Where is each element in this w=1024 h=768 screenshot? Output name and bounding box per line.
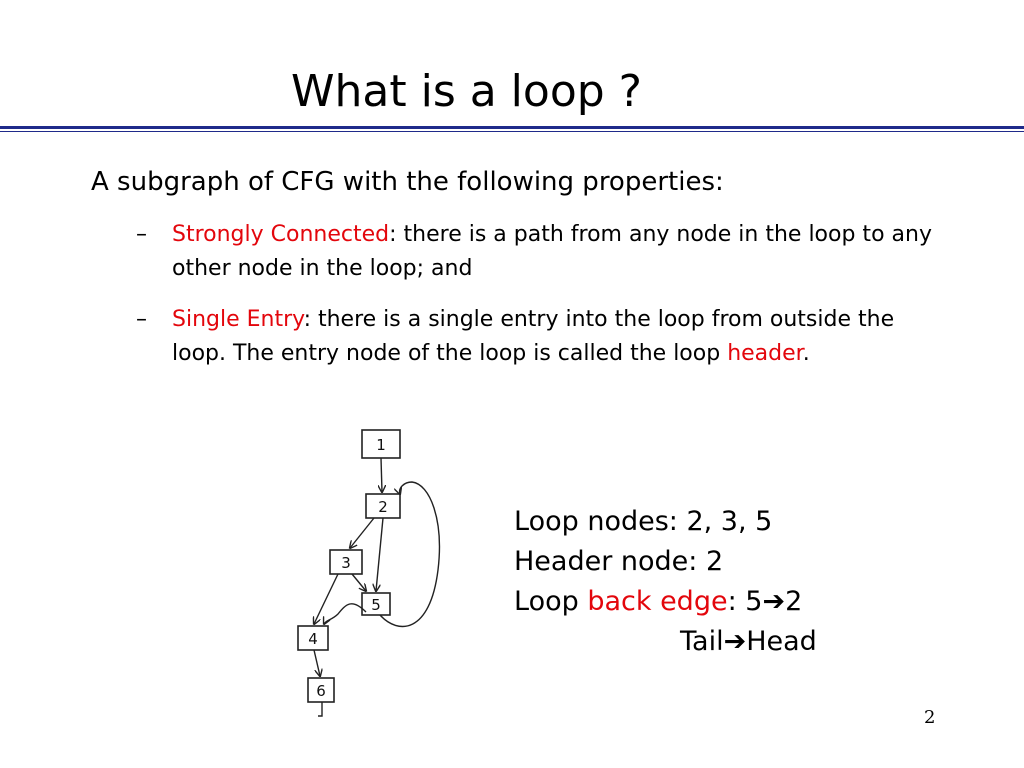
edge-5-4: [324, 603, 367, 624]
bullet-dash: –: [136, 307, 147, 332]
back-edge-to: 2: [785, 586, 803, 617]
page-number: 2: [924, 707, 936, 728]
cfg-node-3: 3: [329, 549, 363, 575]
cfg-node-label: 5: [371, 596, 381, 614]
header-node-line: Header node: 2: [514, 546, 724, 577]
edge-3-5: [351, 573, 366, 591]
title-rule-thin: [0, 131, 1024, 132]
edge-6-exit: [318, 702, 323, 717]
slide-title: What is a loop ?: [291, 66, 643, 117]
back-edge-prefix: Loop: [514, 586, 588, 617]
tail-label: Tail: [680, 626, 724, 657]
cfg-node-label: 3: [341, 554, 351, 572]
loop-nodes-line: Loop nodes: 2, 3, 5: [514, 506, 773, 537]
bullet-dash: –: [136, 222, 147, 247]
cfg-edges: [313, 457, 441, 717]
head-label: Head: [746, 626, 817, 657]
edge-2-3: [350, 517, 375, 548]
arrow-icon: ➔: [762, 586, 786, 617]
cfg-node-label: 2: [378, 498, 388, 516]
edge-5-2-back: [379, 481, 441, 628]
edge-4-6: [313, 649, 320, 676]
intro-text: A subgraph of CFG with the following pro…: [91, 167, 724, 197]
bullet-single-entry: – Single Entry: there is a single entry …: [136, 303, 942, 371]
title-rule: [0, 126, 1024, 129]
loop-info: Loop nodes: 2, 3, 5 Header node: 2 Loop …: [514, 502, 817, 662]
back-edge-from: : 5: [727, 586, 763, 617]
back-edge-line: Loop back edge: 5➔2: [514, 582, 817, 622]
bullet-period: .: [802, 341, 810, 366]
edge-1-2: [381, 457, 382, 492]
cfg-node-label: 6: [316, 682, 326, 700]
bullet-strongly-connected: – Strongly Connected: there is a path fr…: [136, 218, 942, 286]
cfg-node-4: 4: [297, 625, 329, 651]
tail-head-line: Tail➔Head: [514, 622, 817, 662]
cfg-node-5: 5: [361, 592, 391, 616]
cfg-node-label: 4: [308, 630, 318, 648]
cfg-node-1: 1: [361, 429, 401, 459]
cfg-node-label: 1: [376, 436, 386, 454]
arrow-icon: ➔: [723, 626, 747, 657]
bullet-text: : there is a single entry into the loop …: [172, 307, 895, 366]
term-header: header: [727, 341, 803, 366]
term-strongly-connected: Strongly Connected: [172, 222, 390, 247]
term-single-entry: Single Entry: [172, 307, 304, 332]
cfg-diagram: 1 2 3 5 4 6: [297, 429, 441, 717]
edge-2-5: [376, 517, 384, 591]
bullet-text: : there is a path from any node in the l…: [172, 222, 932, 281]
edge-3-4: [314, 573, 339, 624]
cfg-node-6: 6: [307, 677, 335, 703]
back-edge-term: back edge: [587, 586, 728, 617]
cfg-node-2: 2: [365, 493, 401, 519]
